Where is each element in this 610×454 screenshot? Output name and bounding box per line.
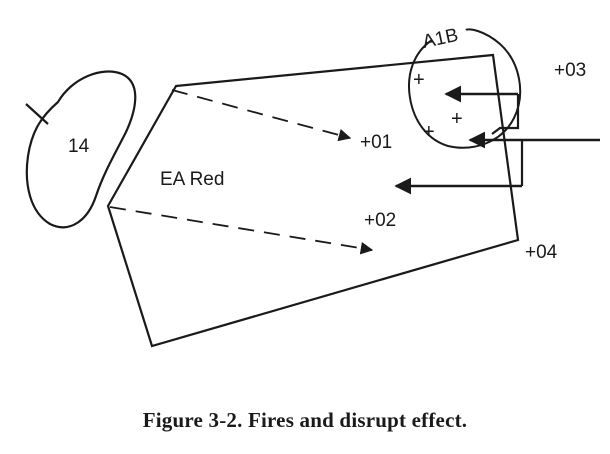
target-area-a1b-label: A1B [421, 25, 461, 53]
point-01-label: +01 [360, 132, 392, 153]
enemy-position-marker: + [451, 108, 463, 130]
dashed-arrow-to-point-01 [171, 89, 352, 142]
unit-14-tick [25, 103, 49, 125]
target-area-a1b-outline [408, 28, 522, 149]
fire-connector-upper [491, 94, 520, 135]
enemy-position-marker: + [413, 69, 425, 91]
unit-14-label: 14 [68, 136, 90, 157]
engagement-area-outline [106, 53, 520, 348]
unit-14-outline [25, 70, 137, 229]
dashed-arrow-to-point-02 [109, 206, 374, 255]
engagement-area-label: EA Red [160, 169, 224, 190]
enemy-position-marker: + [423, 121, 435, 143]
point-04-label: +04 [525, 242, 558, 263]
point-02-label: +02 [364, 210, 396, 231]
figure-caption: Figure 3-2. Fires and disrupt effect. [142, 408, 468, 432]
point-03-label: +03 [554, 60, 586, 81]
diagram-svg: 14 EA Red A1B + + + +01 +02 +03 +04 [25, 25, 600, 348]
